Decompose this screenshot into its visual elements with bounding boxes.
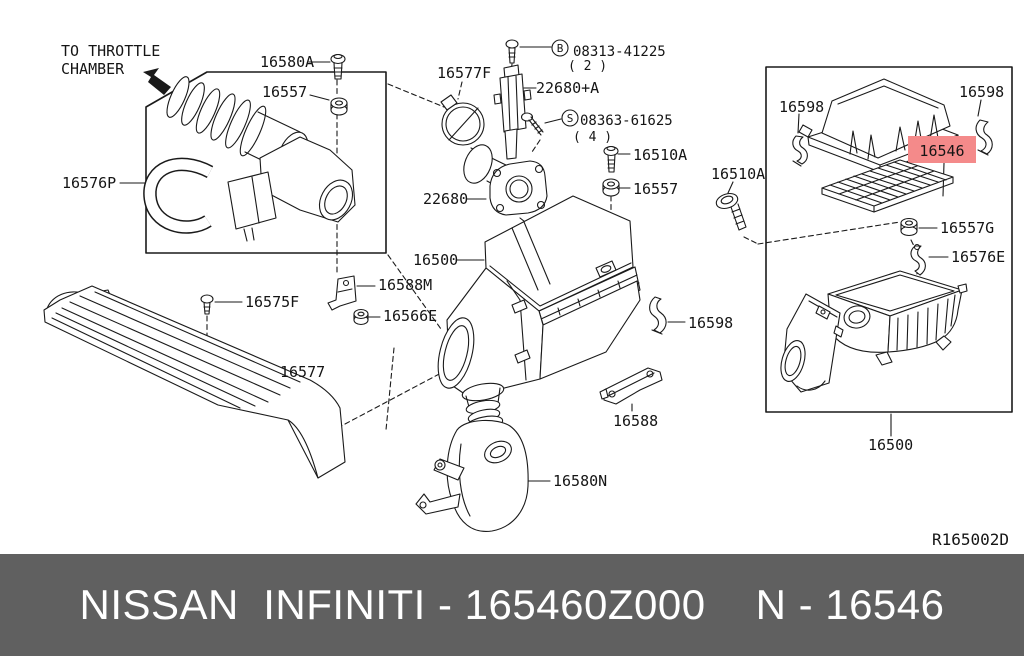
bolt-icon	[715, 192, 747, 231]
highlighted-part-16546[interactable]: 16546	[908, 136, 976, 163]
part-label-16557-mid[interactable]: 16557	[633, 180, 678, 198]
air-cleaner-assembly-drawing	[437, 195, 641, 415]
part-label-16577[interactable]: 16577	[280, 363, 325, 381]
air-filter-element-drawing	[821, 159, 954, 213]
part-label-16500-box[interactable]: 16500	[868, 436, 913, 454]
screw-icon	[520, 112, 544, 136]
part-label-16557G[interactable]: 16557G	[940, 219, 994, 237]
nut-icon	[353, 308, 369, 326]
part-label-16500-main[interactable]: 16500	[413, 251, 458, 269]
inlet-duct-drawing	[780, 293, 844, 393]
bolt-icon	[505, 39, 519, 64]
direction-arrow-icon	[143, 68, 171, 95]
part-label-16580N[interactable]: 16580N	[553, 472, 607, 490]
nut-icon	[330, 97, 348, 116]
air-duct-drawing	[43, 285, 346, 479]
bolt-icon	[330, 53, 346, 80]
part-label-16576P[interactable]: 16576P	[62, 174, 116, 192]
symbol-letter-b: B	[557, 42, 564, 55]
throttle-note-line1: TO THROTTLE	[61, 42, 160, 60]
throttle-note-line2: CHAMBER	[61, 60, 125, 78]
part-label-16576E[interactable]: 16576E	[951, 248, 1005, 266]
part-label-08313-41225[interactable]: 08313-41225	[573, 44, 666, 60]
symbol-letter-s: S	[567, 112, 574, 125]
part-label-16577F[interactable]: 16577F	[437, 64, 491, 82]
bolt-icon	[200, 294, 214, 315]
intake-duct-body-drawing	[227, 136, 356, 242]
parts-diagram: TO THROTTLE CHAMBER 16576P 16580A	[43, 39, 1013, 549]
air-cleaner-case-drawing	[827, 270, 968, 366]
part-label-16566E[interactable]: 16566E	[383, 307, 437, 325]
hose-clamp-drawing	[440, 94, 485, 146]
detail-box-outline	[765, 66, 1013, 413]
part-label-16546[interactable]: 16546	[919, 142, 964, 160]
air-flow-meter-drawing	[463, 144, 548, 216]
bolt-icon	[603, 145, 619, 173]
symbol-circle-b	[551, 39, 569, 57]
part-label-16588M[interactable]: 16588M	[378, 276, 432, 294]
highlight-box[interactable]	[908, 136, 976, 163]
part-label-08363-61625[interactable]: 08363-61625	[580, 113, 673, 129]
part-label-16598-mid[interactable]: 16598	[688, 314, 733, 332]
footer-part-ref: N - 16546	[755, 581, 945, 628]
footer-bar: NISSAN INFINITI - 165460Z000 N - 16546	[0, 554, 1024, 656]
breather-hose-drawing	[143, 157, 214, 234]
part-label-22680A[interactable]: 22680+A	[536, 79, 599, 97]
part-label-16598-boxleft[interactable]: 16598	[779, 98, 824, 116]
part-label-16510A-mid[interactable]: 16510A	[633, 146, 687, 164]
grommet-icon	[900, 217, 918, 237]
bracket-icon	[649, 296, 667, 335]
part-label-16588[interactable]: 16588	[613, 412, 658, 430]
clip-icon	[910, 243, 926, 276]
resonator-drawing	[415, 408, 529, 532]
bracket-icon	[327, 275, 357, 311]
part-label-22680[interactable]: 22680	[423, 190, 468, 208]
part-label-16598-boxright[interactable]: 16598	[959, 83, 1004, 101]
part-qty-08313-41225: ( 2 )	[568, 59, 607, 74]
drawing-ref-code: R165002D	[932, 530, 1009, 549]
part-label-16557-top[interactable]: 16557	[262, 83, 307, 101]
bracket-drawing	[599, 367, 663, 405]
bracket-icon	[975, 119, 993, 156]
footer-brand-part-code: NISSAN INFINITI - 165460Z000	[79, 581, 706, 628]
nut-icon	[602, 178, 620, 197]
air-temp-sensor-drawing	[493, 64, 532, 160]
bracket-icon	[792, 135, 808, 167]
part-qty-08363-61625: ( 4 )	[573, 130, 612, 145]
part-label-16575F[interactable]: 16575F	[245, 293, 299, 311]
assembly-box-outline	[145, 71, 387, 254]
symbol-circle-s	[561, 109, 579, 127]
part-label-16580A[interactable]: 16580A	[260, 53, 314, 71]
part-label-16510A-box[interactable]: 16510A	[711, 165, 765, 183]
